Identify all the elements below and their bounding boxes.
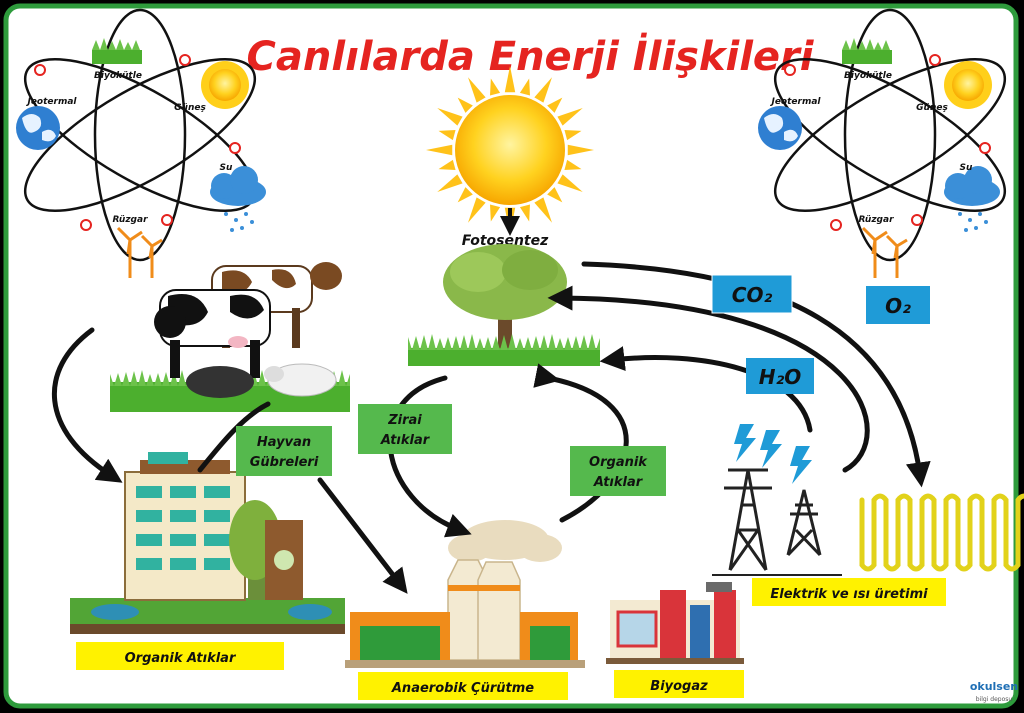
tree-icon (408, 244, 600, 366)
sun-icon (426, 66, 594, 234)
atom-label-wind: Rüzgar (112, 215, 148, 225)
right-renewable-atom: Biyokütle Jeotermal Güneş Su Rüzgar (758, 8, 1007, 278)
animal-manure-box: Hayvan Gübreleri (236, 426, 332, 476)
atom-label-sun: Güneş (174, 103, 206, 113)
logo-line1: okulsen (970, 680, 1018, 693)
atom-label-wind-right: Rüzgar (858, 215, 894, 225)
left-renewable-atom: Biyokütle Jeotermal Güneş Su Rüzgar (16, 8, 266, 278)
rain-cloud-icon-right (944, 166, 1000, 232)
organic-waste-line2: Atıklar (593, 475, 644, 490)
building-illustration (70, 452, 345, 634)
agri-waste-box: Zirai Atıklar (358, 404, 452, 454)
anaerobic-yellow-label: Anaerobik Çürütme (358, 672, 568, 700)
atom-label-water: Su (220, 163, 233, 173)
o2-to-heat-arrow (581, 261, 931, 488)
okulsen-logo: okulsen bilgi deposu (970, 680, 1018, 703)
flow-arrows (51, 261, 931, 594)
anaerobic-yellow-text: Anaerobik Çürütme (391, 681, 534, 696)
anaerobic-plant-illustration (345, 520, 585, 668)
rain-cloud-icon (210, 166, 266, 232)
organic-waste-yellow-label: Organik Atıklar (76, 642, 284, 670)
animal-manure-line2: Gübreleri (250, 455, 319, 470)
biomass-grass-icon (92, 38, 142, 64)
animals-to-organic-waste-arrow (51, 327, 123, 483)
logo-line2: bilgi deposu (976, 696, 1013, 703)
atom-label-biomass-right: Biyokütle (844, 71, 892, 81)
power-tower-icon (712, 468, 842, 576)
poster-title: Canlılarda Enerji İlişkileri (247, 32, 815, 80)
co2-to-tree-arrow (547, 285, 870, 473)
electricity-yellow-text: Elektrik ve ısı üretimi (770, 587, 928, 602)
wind-turbine-icon (116, 226, 163, 278)
sun-small-icon (201, 61, 249, 109)
manure-to-anaerobic-arrow (317, 477, 408, 594)
agri-waste-line1: Zirai (387, 413, 422, 428)
co2-box: CO₂ (711, 274, 793, 314)
biogas-yellow-text: Biyogaz (650, 679, 708, 694)
h2o-to-tree-arrow (599, 346, 813, 433)
o2-label: O₂ (885, 294, 911, 318)
atom-label-geothermal: Jeotermal (25, 97, 77, 107)
animals-illustration (110, 262, 350, 412)
photosynthesis-label: Fotosentez (462, 233, 549, 249)
atom-label-biomass: Biyokütle (94, 71, 142, 81)
sun-small-icon-right (944, 61, 992, 109)
biogas-yellow-label: Biyogaz (614, 670, 744, 698)
co2-label: CO₂ (732, 283, 773, 307)
h2o-label: H₂O (759, 365, 802, 389)
organic-waste-yellow-text: Organik Atıklar (125, 651, 237, 666)
animal-manure-line1: Hayvan (257, 435, 311, 450)
globe-icon-right (758, 106, 802, 150)
lightning-icon (734, 424, 812, 484)
biogas-plant-illustration (606, 582, 744, 664)
globe-icon (16, 106, 60, 150)
organic-waste-line1: Organik (589, 455, 648, 470)
animals-to-manure-line (197, 401, 271, 473)
atom-label-sun-right: Güneş (916, 103, 948, 113)
electricity-yellow-label: Elektrik ve ısı üretimi (752, 578, 946, 606)
atom-label-geothermal-right: Jeotermal (769, 97, 821, 107)
agri-waste-line2: Atıklar (380, 433, 431, 448)
wind-turbine-icon-right (861, 226, 908, 278)
organic-waste-box: Organik Atıklar (570, 446, 666, 496)
atom-label-water-right: Su (960, 163, 973, 173)
o2-box: O₂ (866, 286, 930, 324)
organic-waste-to-tree-arrow (533, 363, 629, 523)
biomass-grass-icon-right (842, 38, 892, 64)
h2o-box: H₂O (746, 358, 814, 394)
heater-coil-icon (859, 493, 1024, 572)
